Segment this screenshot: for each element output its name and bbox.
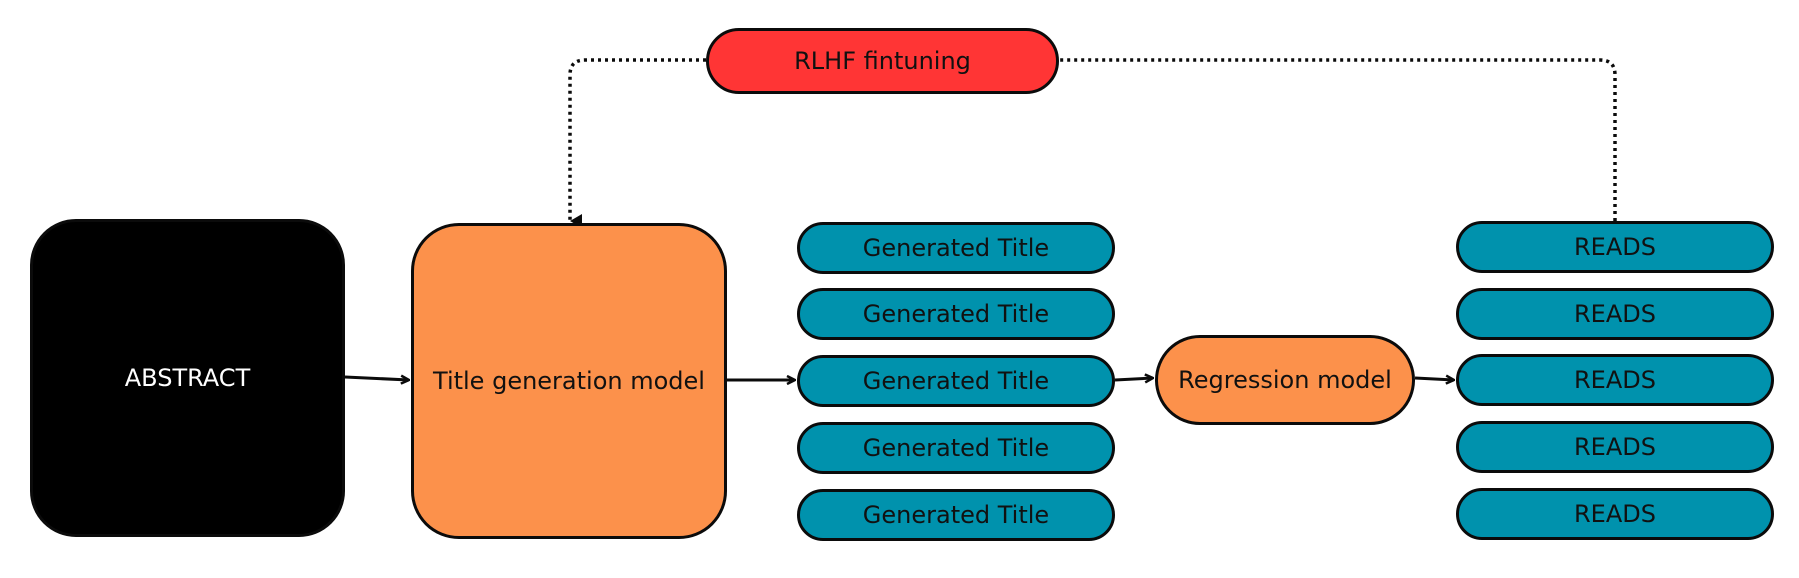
reads-node: READS [1456,354,1774,406]
reads-node: READS [1456,288,1774,340]
title-generation-model-node: Title generation model [411,223,727,539]
abstract-node: ABSTRACT [30,219,345,537]
rlhf-finetuning-node: RLHF fintuning [706,28,1059,94]
feedback-dotted-line [570,58,1617,221]
reads-label: READS [1574,233,1656,261]
generated-title-label: Generated Title [862,300,1050,328]
arrow-generated-title-to-regression [1114,378,1153,380]
generated-title-node: Generated Title [797,355,1115,407]
reads-label: READS [1574,366,1656,394]
reads-node: READS [1456,421,1774,473]
generated-title-node: Generated Title [797,489,1115,541]
generated-title-label: Generated Title [862,434,1050,462]
generated-title-label: Generated Title [862,234,1050,262]
abstract-label: ABSTRACT [124,364,251,392]
generated-title-node: Generated Title [797,222,1115,274]
arrow-regression-to-reads [1414,378,1454,380]
generated-title-label: Generated Title [862,367,1050,395]
regression-model-node: Regression model [1155,335,1415,425]
reads-label: READS [1574,500,1656,528]
generated-title-node: Generated Title [797,288,1115,340]
reads-label: READS [1574,433,1656,461]
arrow-abstract-to-title-model [344,377,409,380]
reads-node: READS [1456,221,1774,273]
regression-model-label: Regression model [1178,366,1392,394]
generated-title-node: Generated Title [797,422,1115,474]
rlhf-finetuning-label: RLHF fintuning [794,47,971,75]
reads-node: READS [1456,488,1774,540]
reads-label: READS [1574,300,1656,328]
title-generation-model-label: Title generation model [433,367,705,395]
generated-title-label: Generated Title [862,501,1050,529]
